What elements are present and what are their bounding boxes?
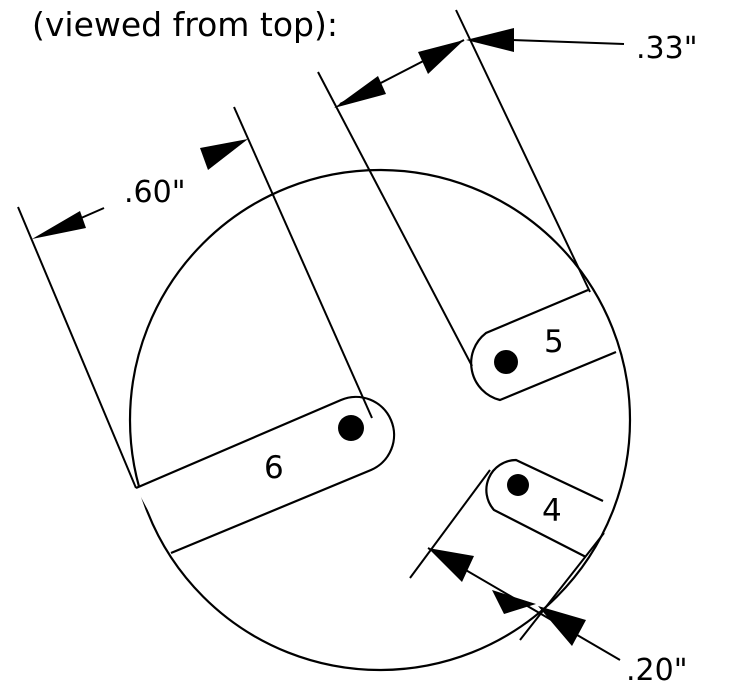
view-caption: (viewed from top):	[32, 5, 338, 44]
circular-base	[128, 168, 632, 672]
arrowhead-6-right	[200, 139, 248, 170]
arrowhead-33-leader	[466, 28, 514, 52]
slot-6-label: 6	[264, 450, 284, 486]
dimension-label-20: .20"	[626, 653, 688, 688]
slot-6	[135, 395, 396, 555]
slot-5-hole	[494, 350, 518, 374]
arrowhead-33-right	[418, 40, 464, 74]
extension-line-5-left	[317, 71, 473, 367]
arrowhead-6-left	[32, 211, 86, 239]
arrowhead-20-mid	[492, 590, 536, 614]
extension-line-4-right	[519, 532, 605, 641]
leader-line-33	[511, 39, 625, 45]
dimension-label-60: .60"	[124, 175, 186, 210]
dimension-label-33: .33"	[636, 31, 698, 66]
arrowhead-20-left	[428, 548, 474, 582]
slot-5-label: 5	[544, 324, 564, 360]
arrowhead-20-right	[538, 606, 586, 646]
extension-line-5-right	[455, 9, 591, 293]
slot-4-hole	[507, 474, 529, 496]
extension-line-6-right	[233, 106, 373, 419]
slot-4-label: 4	[542, 493, 562, 529]
extension-line-4-left	[409, 469, 491, 579]
arrowhead-33-left	[334, 76, 386, 108]
slot-6-hole	[338, 415, 364, 441]
extension-line-6-left	[17, 206, 137, 489]
